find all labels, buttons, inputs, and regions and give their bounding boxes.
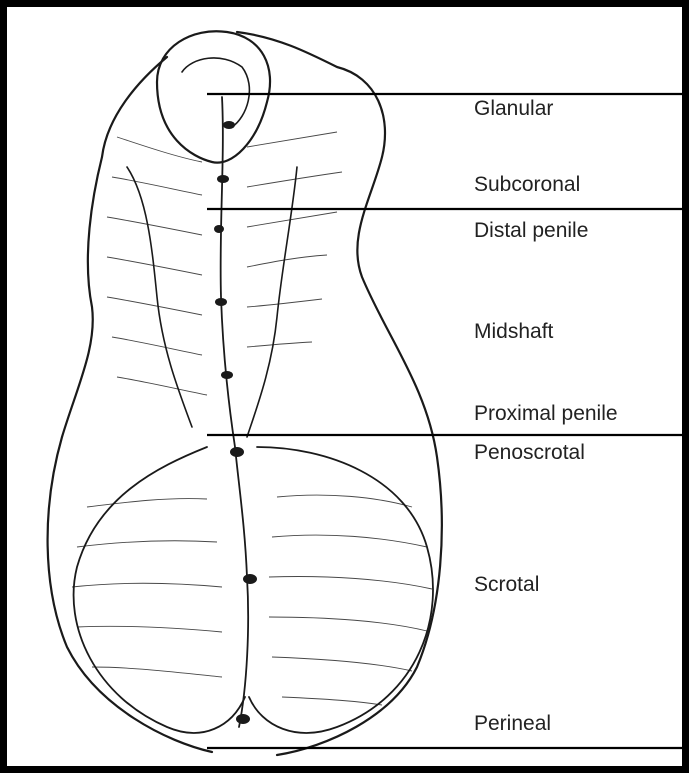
label-scrotal: Scrotal: [474, 574, 539, 595]
hatching: [72, 132, 432, 705]
outline-right: [237, 32, 442, 755]
shaft-left-edge: [127, 167, 192, 427]
meatus-mark: [243, 574, 257, 584]
label-penoscrotal: Penoscrotal: [474, 442, 585, 463]
meatus-mark: [223, 121, 235, 129]
label-glanular: Glanular: [474, 98, 553, 119]
meatus-mark: [230, 447, 244, 457]
raphe-line: [221, 97, 249, 727]
scrotum-right: [249, 447, 433, 733]
shaft-right-edge: [247, 167, 297, 437]
meatal-marks: [214, 121, 257, 724]
meatus-mark: [215, 298, 227, 306]
meatus-mark: [214, 225, 224, 233]
meatus-mark: [221, 371, 233, 379]
label-proximal-penile: Proximal penile: [474, 403, 618, 424]
label-distal-penile: Distal penile: [474, 220, 588, 241]
label-subcoronal: Subcoronal: [474, 174, 580, 195]
anatomical-drawing: [7, 7, 689, 773]
label-perineal: Perineal: [474, 713, 551, 734]
meatus-mark: [217, 175, 229, 183]
glans-outline: [157, 31, 270, 162]
meatus-mark: [236, 714, 250, 724]
outline-left: [48, 57, 212, 752]
label-midshaft: Midshaft: [474, 321, 553, 342]
glans-inner: [182, 58, 249, 127]
